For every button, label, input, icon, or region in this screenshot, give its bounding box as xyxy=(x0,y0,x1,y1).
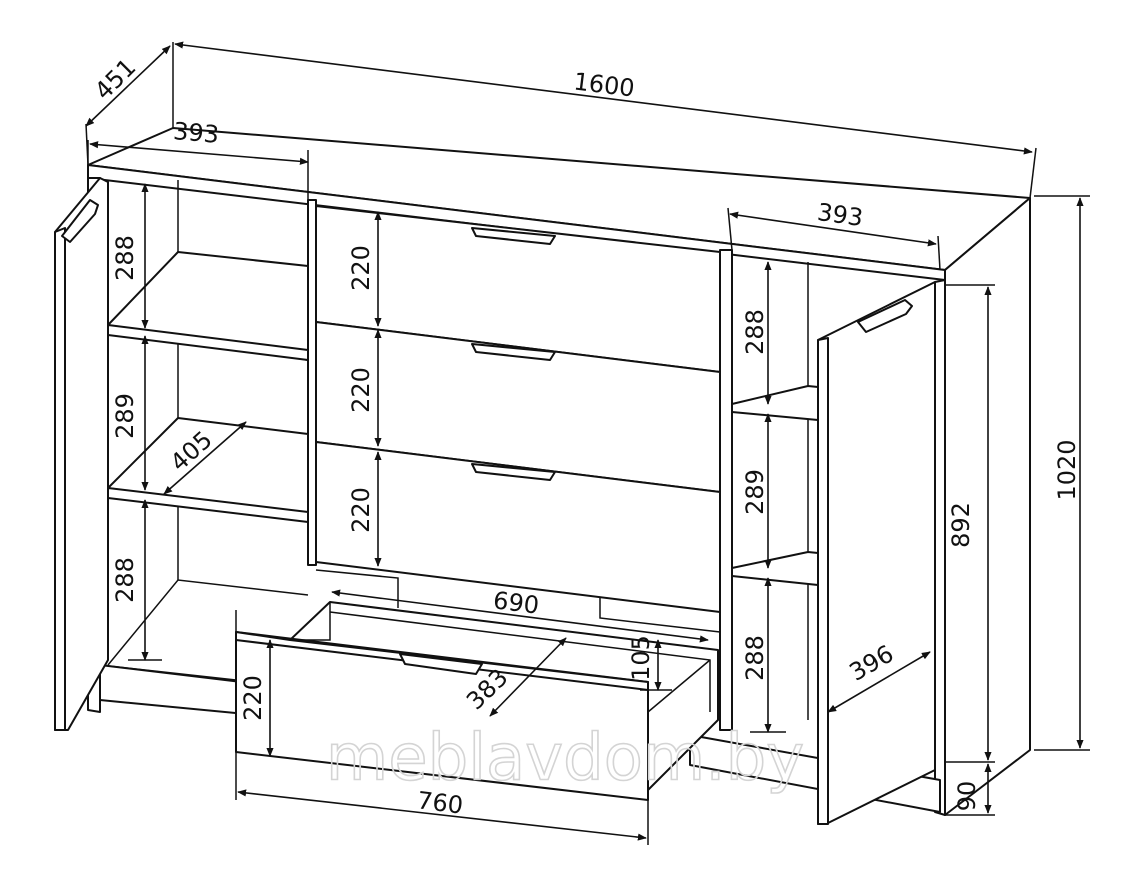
label-overall-depth: 451 xyxy=(89,53,141,105)
label-right-cabinet-width: 393 xyxy=(816,198,865,232)
drawer-3[interactable] xyxy=(315,441,721,613)
label-open-drawer-side-height: 105 xyxy=(627,635,655,681)
label-left-shelf-middle: 289 xyxy=(111,393,139,439)
label-side-panel-height: 892 xyxy=(947,502,975,548)
left-bottom-floor xyxy=(107,579,309,666)
label-right-shelf-top: 288 xyxy=(741,309,769,355)
watermark: meblavdom.by xyxy=(326,722,804,796)
label-open-drawer-front-height: 220 xyxy=(239,675,267,721)
label-left-cabinet-width: 393 xyxy=(172,117,220,149)
label-open-drawer-inner-width: 690 xyxy=(492,586,541,619)
right-shelves xyxy=(731,385,819,586)
label-overall-height: 1020 xyxy=(1053,439,1081,500)
label-left-shelf-top: 288 xyxy=(111,235,139,281)
drawer-3-handle[interactable] xyxy=(471,463,556,481)
right-door[interactable] xyxy=(817,281,936,825)
dimension-lines xyxy=(85,41,1090,845)
bottom-line xyxy=(99,664,237,681)
right-shelf-1 xyxy=(731,385,819,421)
left-partition xyxy=(307,199,317,566)
right-door-handle[interactable] xyxy=(857,299,913,333)
dimension-labels: 451 1600 393 393 1020 892 90 288 289 288… xyxy=(89,53,1081,819)
open-drawer-handle[interactable] xyxy=(399,653,483,675)
label-drawer-2: 220 xyxy=(347,367,375,413)
right-shelf-2 xyxy=(731,551,819,586)
label-drawer-1: 220 xyxy=(347,245,375,291)
label-open-drawer-front-width: 760 xyxy=(416,786,465,819)
left-door[interactable] xyxy=(54,177,109,731)
left-door-handle[interactable] xyxy=(61,199,99,243)
label-right-shelf-middle: 289 xyxy=(741,469,769,515)
label-left-shelf-bottom: 288 xyxy=(111,557,139,603)
right-front-edge xyxy=(934,279,946,816)
open-drawer-side xyxy=(647,659,711,713)
right-partition xyxy=(719,249,733,731)
closed-drawers xyxy=(315,205,721,633)
drawer-2-handle[interactable] xyxy=(471,343,556,361)
label-plinth-height: 90 xyxy=(953,781,981,812)
drawer-1-handle[interactable] xyxy=(471,227,556,245)
label-right-shelf-bottom: 288 xyxy=(741,635,769,681)
label-drawer-3: 220 xyxy=(347,487,375,533)
label-overall-width: 1600 xyxy=(572,67,636,102)
